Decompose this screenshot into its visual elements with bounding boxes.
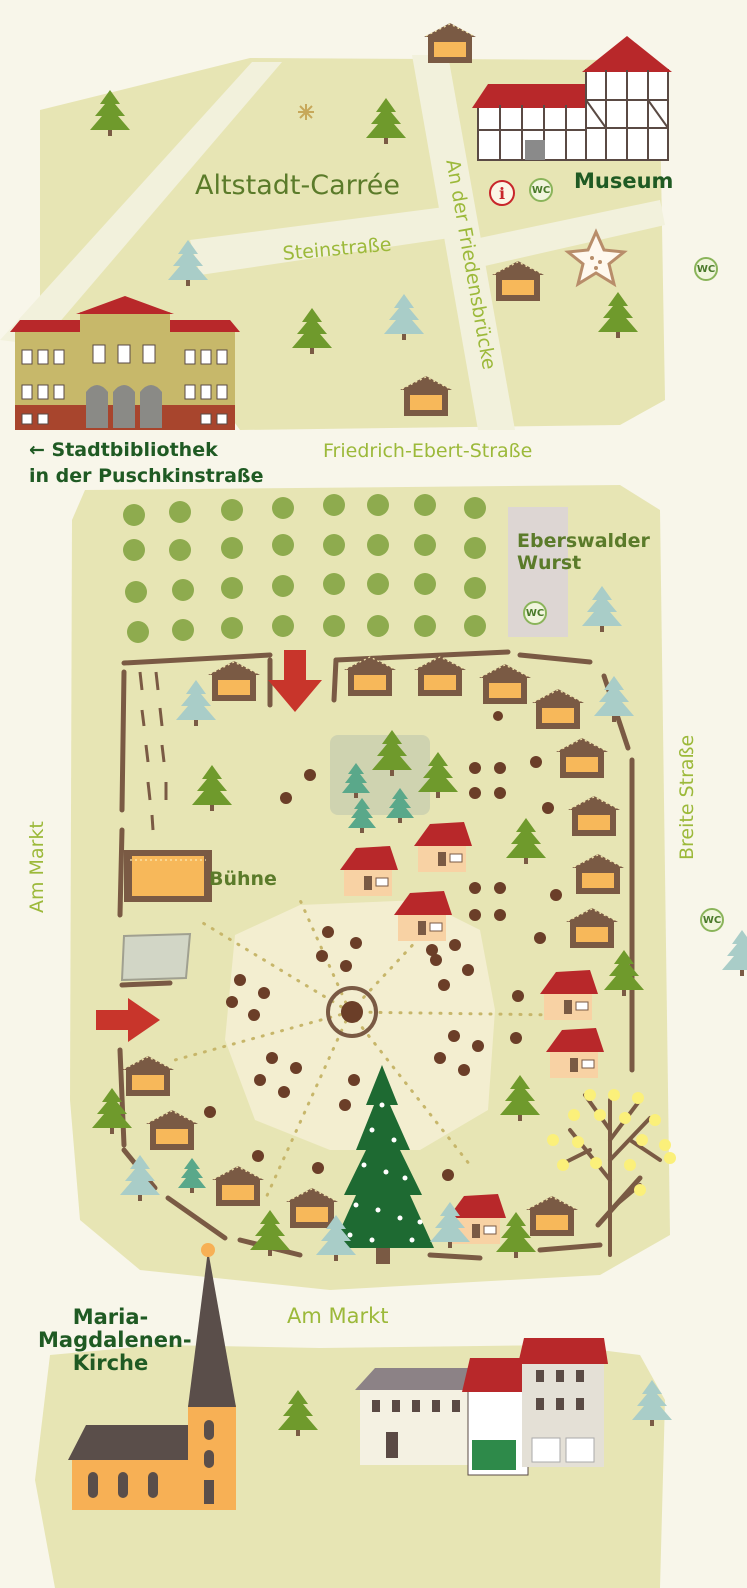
label-eberswalder-line2: Wurst	[517, 551, 582, 574]
label-kirche-line2: Magdalenen-	[38, 1328, 192, 1353]
label-breite-strasse: Breite Straße	[676, 734, 698, 860]
label-altstadt-carree: Altstadt-Carrée	[195, 170, 400, 201]
label-eberswalder-line1: Eberswalder	[517, 530, 650, 552]
info-icon[interactable]: i	[489, 180, 515, 206]
label-am-markt-bottom: Am Markt	[287, 1304, 389, 1328]
label-stadtbibliothek-line1: ← Stadtbibliothek	[29, 439, 218, 461]
label-stadtbibliothek[interactable]: ← Stadtbibliothek in der Puschkinstraße	[29, 439, 264, 487]
label-eberswalder-wurst: Eberswalder Wurst	[517, 530, 650, 574]
label-am-markt-left: Am Markt	[26, 821, 48, 913]
label-stadtbibliothek-line2: in der Puschkinstraße	[29, 464, 264, 487]
wc-icon[interactable]: WC	[523, 601, 547, 625]
label-kirche-line3: Kirche	[72, 1351, 149, 1376]
label-buehne: Bühne	[209, 868, 277, 890]
label-kirche-line1: Maria-	[72, 1305, 149, 1329]
wc-icon[interactable]: WC	[694, 257, 718, 281]
label-museum: Museum	[574, 169, 674, 193]
label-maria-magdalenen-kirche: Maria- Magdalenen- Kirche	[38, 1305, 192, 1376]
label-friedrich-ebert-strasse: Friedrich-Ebert-Straße	[323, 440, 533, 462]
wc-icon[interactable]: WC	[529, 178, 553, 202]
wc-icon[interactable]: WC	[700, 908, 724, 932]
